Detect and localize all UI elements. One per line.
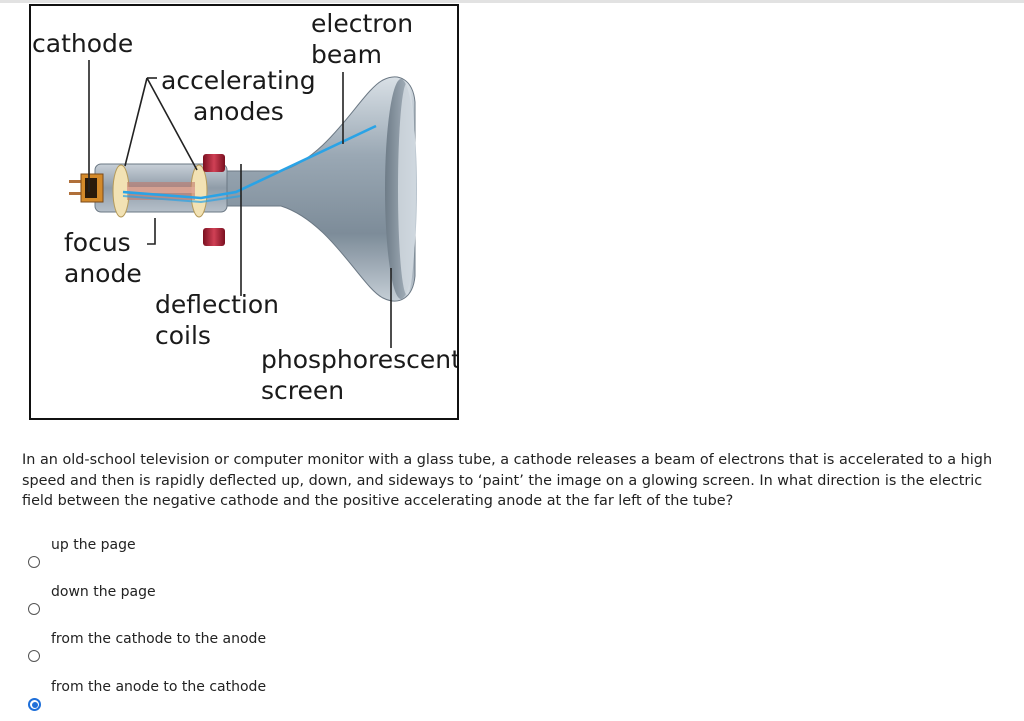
option-radio-4-selected[interactable]	[28, 698, 41, 711]
label-deflection-coils-line2: coils	[155, 321, 211, 350]
option-radio-2[interactable]	[28, 603, 40, 615]
question-text: In an old-school television or computer …	[22, 452, 993, 509]
deflection-coil-bottom	[203, 228, 225, 246]
label-focus-anode-line1: focus	[64, 228, 131, 257]
label-cathode: cathode	[32, 29, 134, 58]
label-accelerating-anodes-line1: accelerating	[161, 66, 316, 95]
electron-beam	[122, 124, 377, 200]
top-divider	[0, 0, 1024, 3]
option-radio-1[interactable]	[28, 556, 40, 568]
label-electron-beam-line1: electron	[311, 9, 414, 38]
option-label-2[interactable]: down the page	[51, 584, 156, 600]
label-phosphorescent-screen-line1: phosphorescent	[261, 345, 459, 374]
option-radio-3[interactable]	[28, 650, 40, 662]
option-label-1[interactable]: up the page	[51, 537, 136, 553]
label-deflection-coils-line1: deflection	[155, 290, 280, 319]
label-electron-beam-line2: beam	[311, 40, 382, 69]
deflection-coil-top	[203, 154, 225, 172]
tube-bell	[220, 76, 416, 302]
label-focus-anode-line2: anode	[64, 259, 142, 288]
option-label-4[interactable]: from the anode to the cathode	[51, 679, 267, 695]
crt-diagram: cathode electron beam accelerating anode…	[29, 4, 459, 420]
label-accelerating-anodes-line2: anodes	[193, 97, 284, 126]
label-phosphorescent-screen-line2: screen	[261, 376, 345, 405]
crt-illustration	[69, 60, 417, 348]
option-label-3[interactable]: from the cathode to the anode	[51, 631, 267, 647]
